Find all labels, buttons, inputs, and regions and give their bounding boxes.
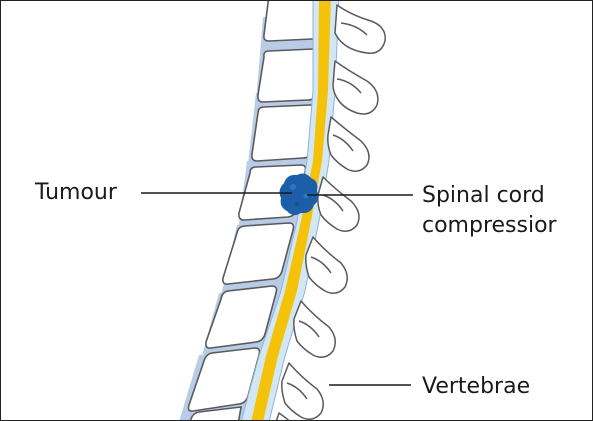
vertebra-process <box>306 237 347 293</box>
vertebra-process <box>282 363 323 419</box>
tumour-label: Tumour <box>35 179 117 207</box>
spinal-cord-label-line2: compressior <box>422 212 557 240</box>
vertebra-process <box>273 413 299 421</box>
spinal-cord-label-line1: Spinal cord <box>422 182 545 210</box>
vertebra-body <box>252 105 315 161</box>
vertebra-body <box>258 49 318 102</box>
vertebra-process <box>294 301 335 357</box>
vertebrae-label: Vertebrae <box>422 373 530 401</box>
